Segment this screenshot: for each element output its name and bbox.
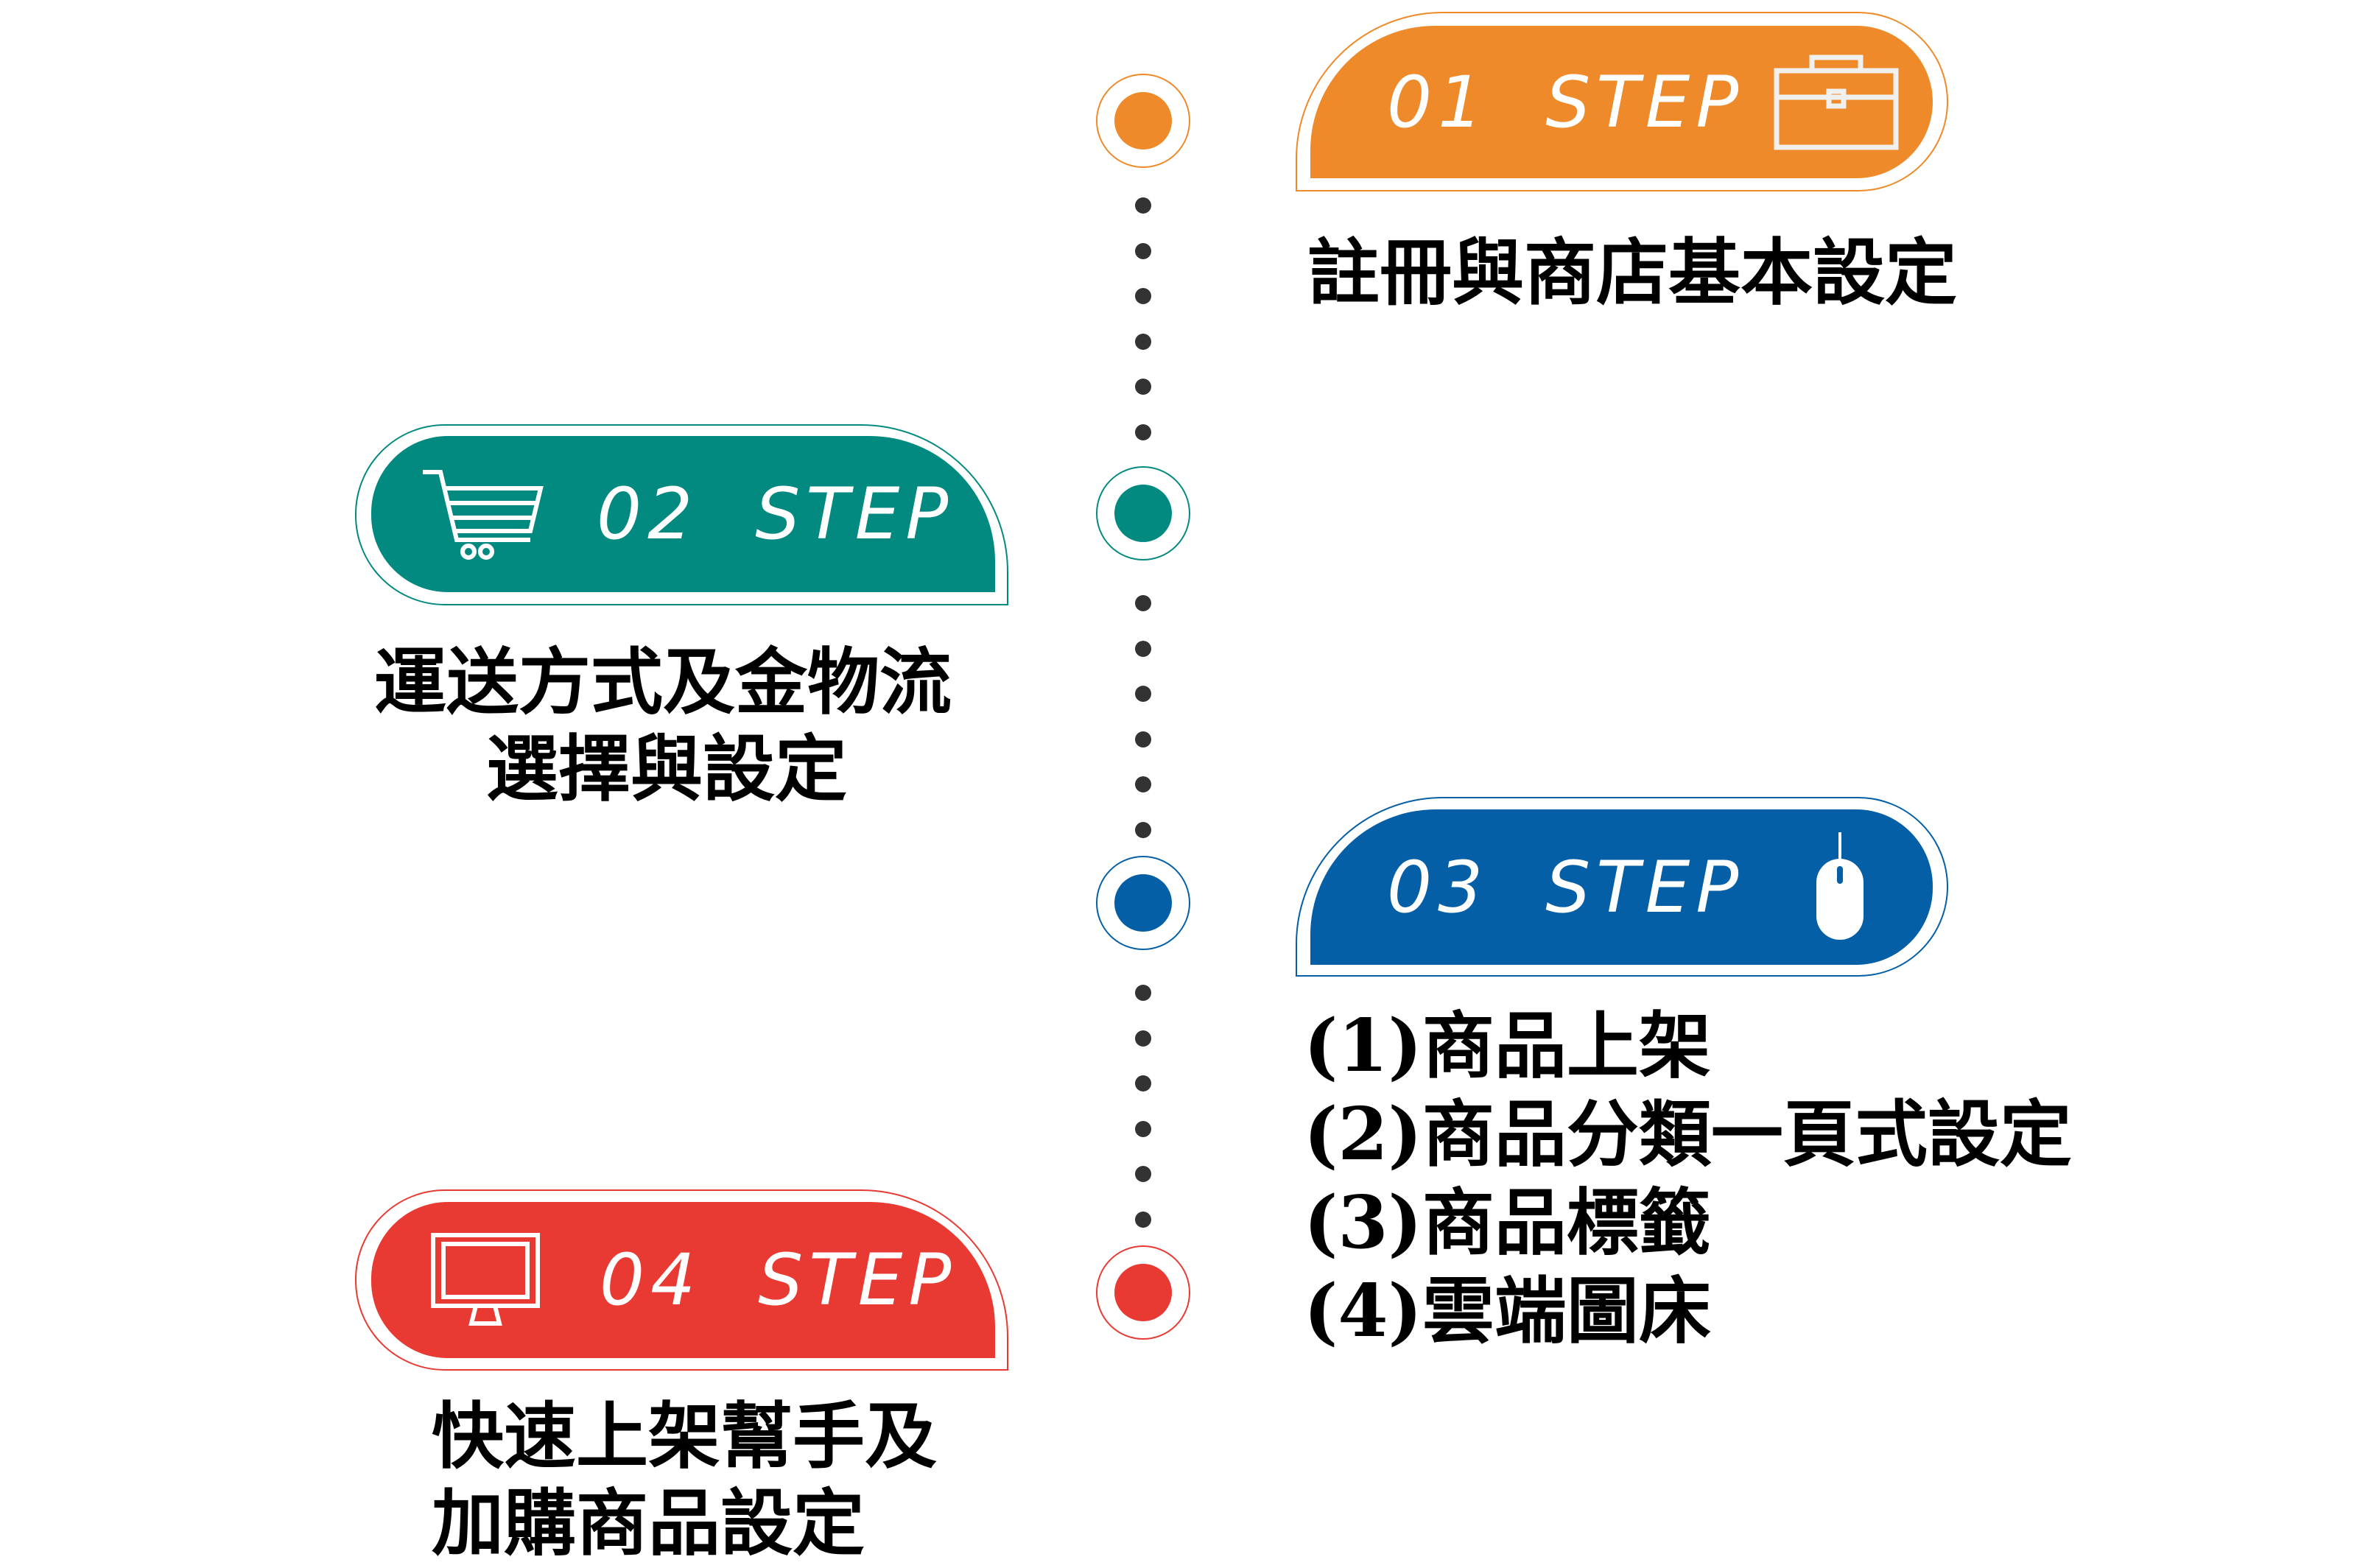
monitor-icon (431, 1233, 540, 1326)
shopping-cart-icon (423, 470, 544, 560)
timeline-dot (1135, 1166, 1151, 1182)
timeline-dot (1135, 288, 1151, 304)
mouse-icon (1816, 832, 1864, 940)
step4-banner: 04 STEP (371, 1202, 995, 1358)
step2-label: 02 STEP (597, 473, 955, 555)
timeline-dot (1135, 1075, 1151, 1091)
step3-banner: 03 STEP (1310, 809, 1933, 965)
step3-item-4: (4)雲端圖床 (1304, 1269, 1711, 1354)
timeline-dot (1135, 1120, 1151, 1137)
step3-item-1: (1)商品上架 (1304, 1004, 1711, 1089)
timeline-dot (1135, 1030, 1151, 1047)
timeline-dot (1135, 686, 1151, 702)
step2-banner: 02 STEP (371, 436, 995, 592)
timeline-dot (1135, 731, 1151, 748)
timeline-dot (1135, 242, 1151, 259)
timeline-node-2 (1096, 466, 1190, 560)
timeline-dot (1135, 379, 1151, 395)
timeline-dot (1135, 640, 1151, 657)
timeline-dot (1135, 197, 1151, 214)
step2-caption-line2: 選擇與設定 (486, 727, 848, 812)
step4-caption-line1: 快速上架幫手及 (432, 1394, 938, 1479)
step3-item-3: (3)商品標籤 (1304, 1181, 1711, 1265)
timeline-dot (1135, 423, 1151, 440)
step3-label: 03 STEP (1387, 845, 1745, 929)
timeline-node-4 (1096, 1245, 1190, 1340)
step3-item-2: (2)商品分類一頁式設定 (1304, 1092, 2072, 1177)
timeline-node-1 (1096, 74, 1190, 168)
timeline-dot (1135, 333, 1151, 350)
timeline-node-3 (1096, 856, 1190, 950)
briefcase-icon (1774, 55, 1899, 150)
timeline-dot (1135, 1211, 1151, 1228)
timeline-dot (1135, 776, 1151, 792)
step1-label: 01 STEP (1387, 60, 1745, 144)
timeline-dot (1135, 821, 1151, 838)
step4-label: 04 STEP (600, 1239, 958, 1321)
step1-caption: 註冊與商店基本設定 (1307, 231, 1958, 315)
step1-banner: 01 STEP (1310, 26, 1933, 178)
timeline-dot (1135, 985, 1151, 1001)
timeline-dot (1135, 595, 1151, 611)
step4-caption-line2: 加購商品設定 (432, 1481, 865, 1566)
step2-caption-line1: 運送方式及金物流 (374, 640, 952, 725)
